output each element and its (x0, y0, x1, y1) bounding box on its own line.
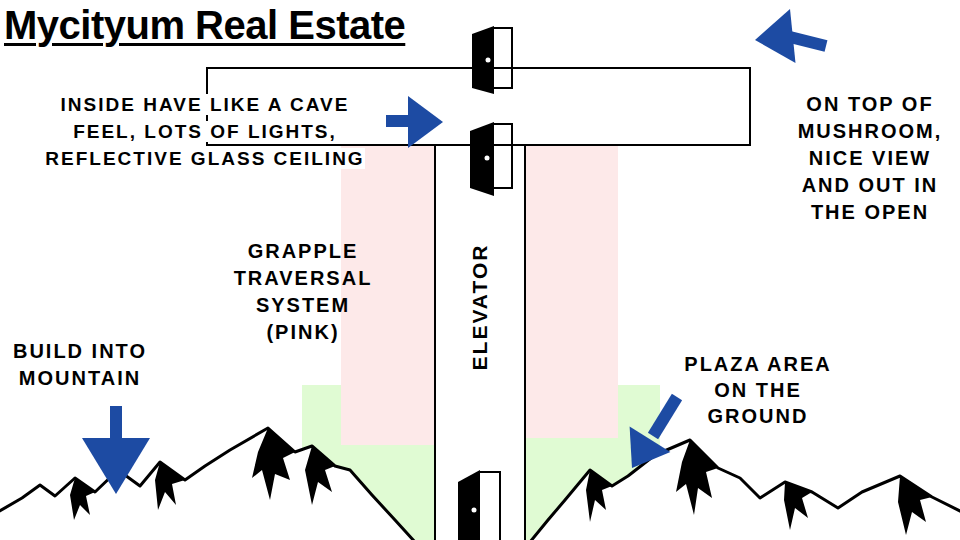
callout-text: BUILD INTO MOUNTAIN (13, 340, 147, 389)
door (470, 122, 494, 196)
mountain-shade (784, 482, 812, 530)
mountain-range (530, 440, 960, 540)
door-handle (486, 58, 491, 63)
callout-box: GRAPPLE TRAVERSAL SYSTEM (PINK) (226, 238, 381, 346)
mountain-shade (898, 476, 932, 535)
mountain-range (0, 428, 415, 540)
page-title: Mycityum Real Estate (4, 2, 405, 48)
pointer-arrow (110, 406, 122, 440)
grapple-zone (341, 145, 435, 445)
callout-box: BUILD INTO MOUNTAIN (5, 338, 155, 392)
grapple-zone (525, 145, 618, 438)
door-handle (472, 508, 477, 513)
door-handle (485, 156, 490, 161)
callout-text: INSIDE HAVE LIKE A CAVE FEEL, LOTS OF LI… (45, 94, 364, 169)
callout-box: INSIDE HAVE LIKE A CAVE FEEL, LOTS OF LI… (35, 91, 375, 172)
door (472, 26, 494, 94)
mountain-shade (252, 428, 295, 500)
mountain-shade (155, 462, 185, 510)
pointer-arrow (630, 427, 671, 469)
mountain-shade (305, 446, 335, 505)
callout-text: GRAPPLE TRAVERSAL SYSTEM (PINK) (234, 240, 373, 343)
door (458, 470, 480, 540)
mushroom-stem (435, 145, 525, 540)
shaft-label: ELEVATOR (468, 244, 492, 371)
mountain-shade (586, 470, 612, 522)
door-frame (493, 124, 512, 188)
pointer-arrow (653, 397, 677, 436)
pointer-arrow (408, 96, 443, 148)
door-frame (493, 28, 512, 88)
pointer-arrow (82, 438, 150, 494)
pointer-arrow (790, 37, 826, 46)
mountain-shade (676, 440, 718, 515)
elevator-shaft: ELEVATOR (434, 145, 526, 540)
pointer-arrow (386, 115, 410, 127)
callout-box: ON TOP OF MUSHROOM, NICE VIEW AND OUT IN… (790, 91, 950, 226)
door-frame (478, 472, 500, 540)
pointer-arrow (755, 9, 796, 63)
callout-text: ON TOP OF MUSHROOM, NICE VIEW AND OUT IN… (798, 93, 943, 223)
mountain-shade (70, 478, 95, 520)
callout-text: PLAZA AREA ON THE GROUND (684, 353, 831, 427)
callout-box: PLAZA AREA ON THE GROUND (676, 351, 841, 429)
